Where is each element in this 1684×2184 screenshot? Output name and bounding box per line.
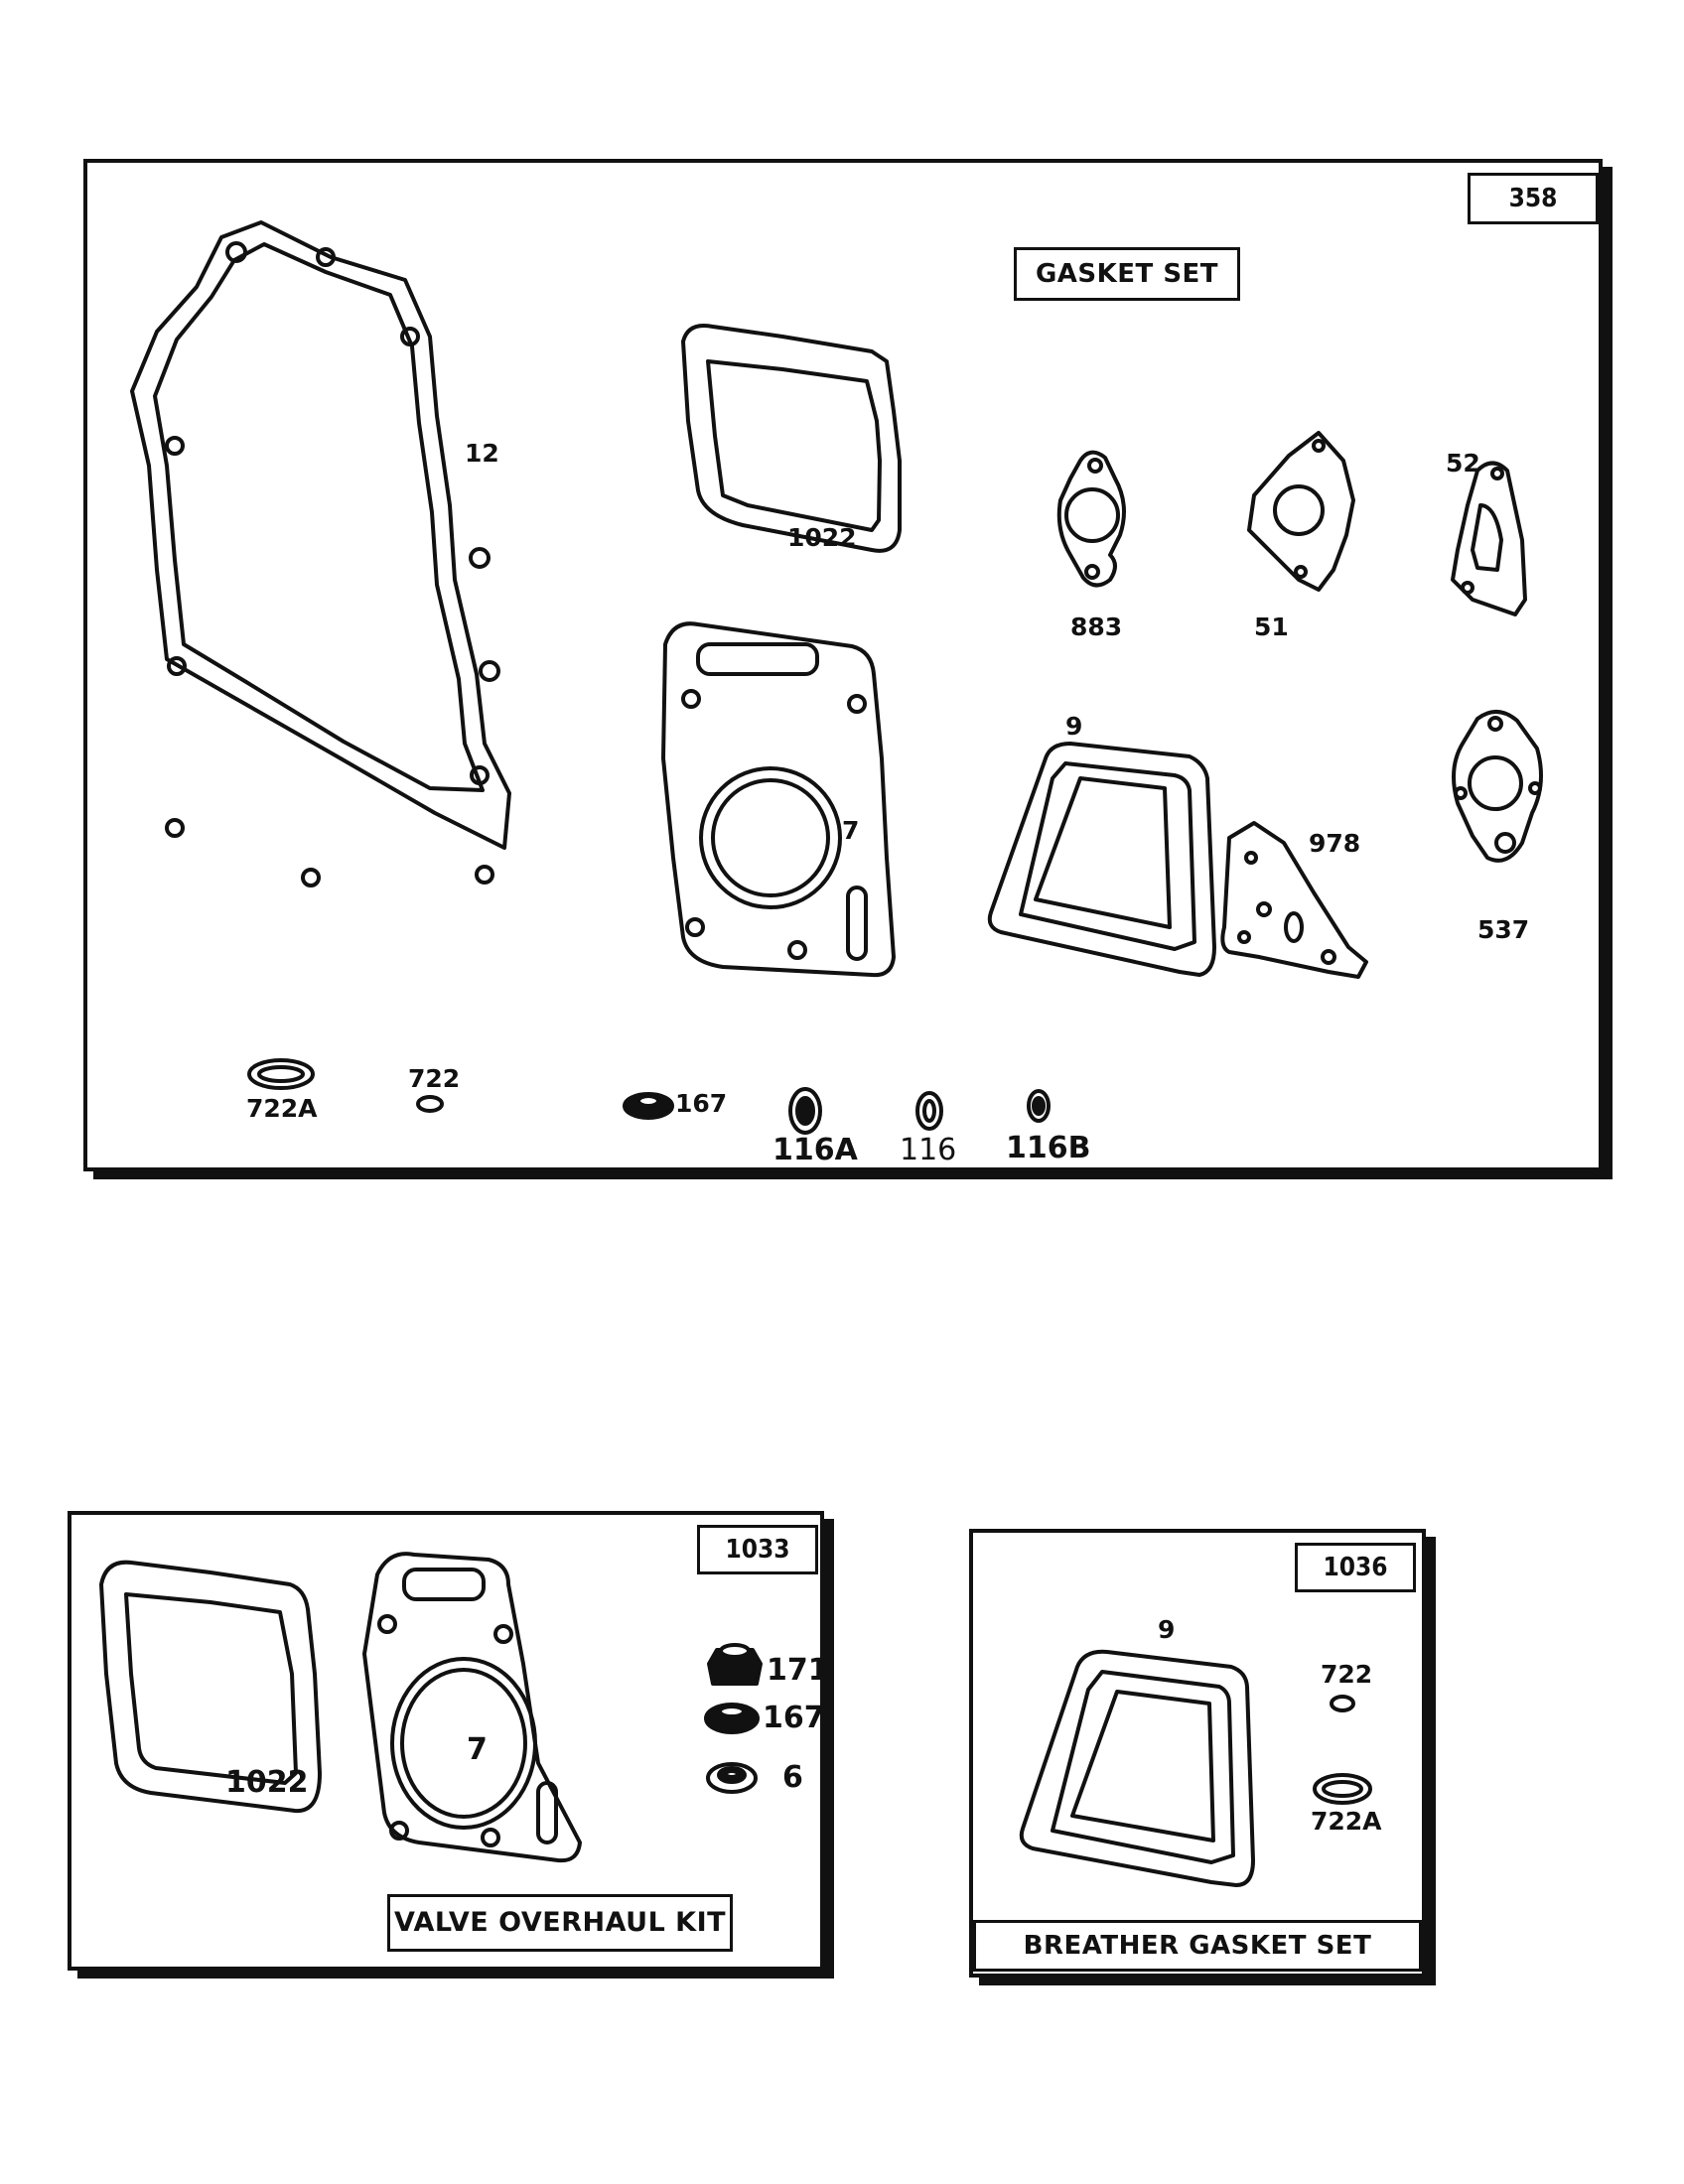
label-9: 9 [1065,712,1083,741]
label-722A: 722A [246,1094,318,1123]
label-722: 722 [1321,1660,1373,1689]
label-171: 171 [767,1653,829,1688]
label-6: 6 [782,1760,803,1795]
gasket-set-title: GASKET SET [1014,247,1240,301]
o-ring-722A [247,1058,315,1090]
rocker-cover-gasket-1022 [99,1560,322,1814]
valve-overhaul-kit-title: VALVE OVERHAUL KIT [387,1894,733,1952]
label-537: 537 [1477,915,1530,944]
label-978: 978 [1309,829,1361,858]
gasket-883 [1056,450,1126,588]
seal-167 [623,1092,674,1120]
label-7: 7 [842,816,860,845]
gasket-set-panel: 358 GASKET SET [83,159,1603,1171]
seal-116B [1027,1089,1051,1123]
o-ring-722A [1313,1773,1372,1805]
breather-gasket-set-number: 1036 [1295,1543,1416,1592]
breather-gasket-set-panel: 1036 BREATHER GASKET SET 9 722 722A [969,1529,1426,1978]
label-1022: 1022 [225,1765,309,1800]
label-7: 7 [467,1732,488,1767]
label-167: 167 [763,1701,825,1735]
label-9: 9 [1158,1615,1176,1644]
valve-overhaul-kit-panel: 1033 VALVE OVERHAUL KIT [68,1511,829,1971]
cylinder-head-gasket-7 [362,1552,582,1863]
gasket-52 [1451,461,1527,616]
crankcase-gasket-12 [130,220,511,887]
label-167: 167 [675,1089,728,1118]
breather-gasket-9 [987,742,1216,977]
label-116A: 116A [772,1133,858,1167]
label-1022: 1022 [787,523,857,552]
label-883: 883 [1070,613,1123,641]
label-116B: 116B [1006,1131,1091,1165]
breather-gasket-set-title: BREATHER GASKET SET [973,1920,1422,1972]
gasket-978 [1220,821,1368,979]
label-52: 52 [1446,449,1480,478]
gasket-set-drawing [130,220,1543,1135]
gasket-51 [1247,431,1355,592]
seal-116A [788,1087,822,1135]
breather-gasket-9 [1019,1649,1255,1887]
gasket-537 [1452,710,1543,863]
washer-6 [706,1762,758,1794]
seal-116 [915,1091,943,1131]
valve-overhaul-kit-number: 1033 [697,1525,818,1574]
cylinder-head-gasket-7 [661,621,896,978]
valve-overhaul-kit-drawing [99,1552,763,1863]
o-ring-722 [416,1095,444,1113]
label-722: 722 [408,1064,461,1093]
nut-171 [707,1643,763,1686]
breather-gasket-set-drawing [1019,1649,1372,1887]
label-116: 116 [900,1133,957,1167]
label-51: 51 [1254,613,1289,641]
gasket-set-number: 358 [1468,173,1599,224]
rocker-cover-gasket-1022 [681,324,902,553]
seal-167 [704,1703,760,1734]
o-ring-722 [1330,1695,1355,1712]
label-722A: 722A [1311,1807,1382,1836]
label-12: 12 [465,439,499,468]
